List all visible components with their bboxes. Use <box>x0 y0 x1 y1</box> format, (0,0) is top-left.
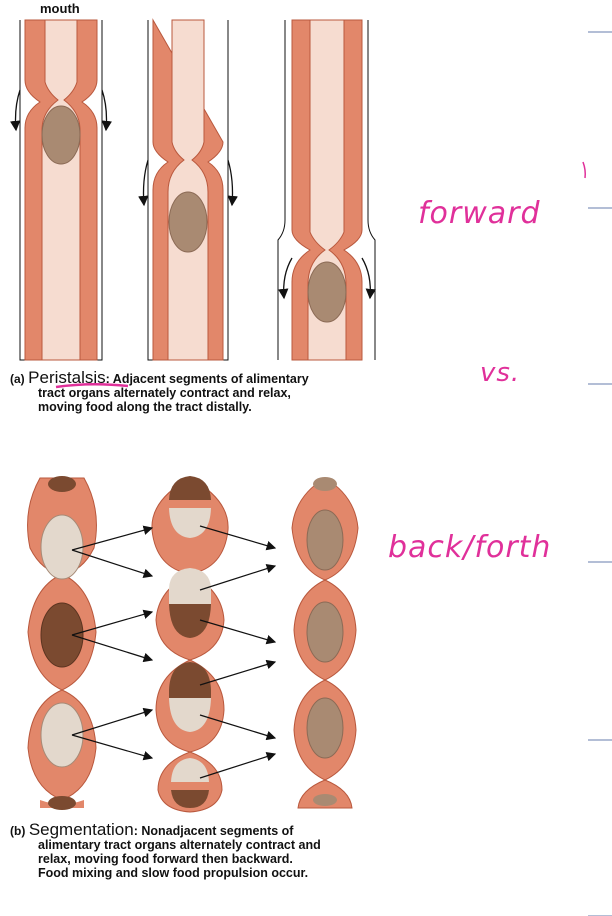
segmentation-term: Segmentation <box>28 820 134 839</box>
caption-b-line-3: relax, moving food forward then backward… <box>38 852 293 866</box>
caption-b-line-4: Food mixing and slow food propulsion occ… <box>38 866 309 880</box>
food-chunk <box>306 509 344 571</box>
food-chunk <box>40 602 84 668</box>
segmentation-column-1 <box>27 476 97 810</box>
food-chunk <box>306 601 344 663</box>
peristalsis-tube-2 <box>138 18 238 361</box>
handwritten-note-forward: forward <box>418 196 541 231</box>
peristalsis-tube-1 <box>9 19 113 361</box>
caption-a-line-1: : Adjacent segments of alimentary <box>105 372 309 386</box>
peristalsis-tube-3 <box>277 19 376 361</box>
caption-a-tag: (a) <box>10 372 25 386</box>
food-bolus <box>168 191 208 253</box>
segmentation-arrows <box>71 525 277 779</box>
handwritten-note-back-forth: back/forth <box>388 530 552 565</box>
caption-b-line-2: alimentary tract organs alternately cont… <box>38 838 321 852</box>
caption-a-line-2: tract organs alternately contract and re… <box>38 386 291 400</box>
food-bolus <box>41 105 81 165</box>
food-bolus <box>307 261 347 323</box>
peristalsis-term: Peristalsis <box>28 368 106 387</box>
pen-mark <box>582 161 586 179</box>
segmentation-column-3 <box>291 477 359 809</box>
mouth-label: mouth <box>40 1 80 16</box>
caption-b-line-1: : Nonadjacent segments of <box>133 824 294 838</box>
food-chunk <box>306 697 344 759</box>
caption-b-tag: (b) <box>10 824 26 838</box>
highlight-underline <box>55 382 129 389</box>
food-chunk <box>40 702 84 768</box>
caption-a-line-3: moving food along the tract distally. <box>38 400 252 414</box>
segmentation-caption: (b) Segmentation: Nonadjacent segments o… <box>10 820 430 880</box>
margin-rules <box>588 31 612 916</box>
handwritten-note-vs: vs. <box>480 358 521 388</box>
peristalsis-caption: (a) Peristalsis: Adjacent segments of al… <box>10 368 430 414</box>
segmentation-column-2 <box>151 476 229 813</box>
food-chunk <box>40 514 84 580</box>
